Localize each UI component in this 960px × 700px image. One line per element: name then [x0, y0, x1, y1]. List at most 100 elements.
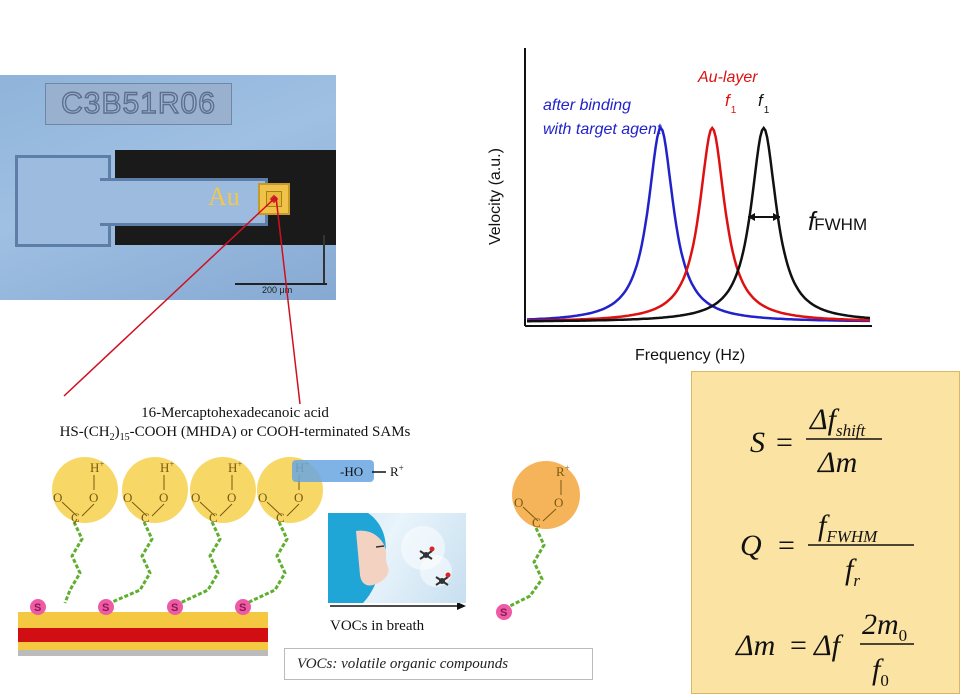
- sulfur-atom-2: [98, 599, 114, 615]
- formula-s-num: Δfshift: [809, 403, 867, 440]
- series-binding-curve: [526, 125, 870, 323]
- molecule-title: 16-Mercaptohexadecanoic acid HS-(CH2)15-…: [20, 404, 450, 447]
- annotation-au-layer: Au-layer: [697, 69, 758, 86]
- ho-label: -HO: [340, 464, 363, 479]
- bound-r-label: R+: [556, 463, 570, 479]
- series-f1-curve: [527, 125, 871, 323]
- ho-bar: [292, 460, 374, 482]
- sam-molecule-3: [167, 457, 256, 615]
- breath-photo-art: [328, 513, 452, 603]
- annotation-binding-line2: with target agent: [543, 121, 662, 138]
- electrode-stem: [100, 178, 268, 226]
- sam-diagram: H+ H+ H+ H+ O O O O O+ O O O C C C C S S…: [18, 457, 580, 656]
- formula-dm-num: 2m0: [862, 608, 907, 645]
- bound-s-label: S: [500, 607, 507, 619]
- o-minus-3: O: [227, 490, 236, 505]
- head-group-1: [52, 457, 118, 523]
- fwhm-label: fFWHM: [808, 206, 867, 236]
- formula-q-den: fr: [845, 553, 860, 590]
- c-label-4: C: [276, 510, 285, 525]
- au-label: Au: [208, 182, 240, 211]
- o-minus-1: O+: [89, 489, 103, 505]
- sulfur-atom-4: [235, 599, 251, 615]
- h-plus-1: H+: [90, 459, 104, 475]
- chip-label: C3B51R06: [45, 83, 232, 125]
- substrate-base: [18, 650, 268, 656]
- molecule-title-line2: HS-(CH2)15-COOH (MHDA) or COOH-terminate…: [59, 424, 411, 443]
- alkyl-chain-4: [246, 521, 289, 605]
- s-label-3: S: [171, 602, 178, 614]
- formula-s-lhs: S: [750, 426, 765, 459]
- voc-note: VOCs: volatile organic compounds: [284, 648, 593, 680]
- series-au-layer-curve: [526, 125, 871, 322]
- microscope-image: C3B51R06 Au 200 μm: [0, 75, 336, 300]
- formula-q-eq: =: [778, 529, 795, 562]
- formula-dm-mid: Δf: [813, 629, 844, 662]
- bound-sulfur-atom: [496, 604, 512, 620]
- bound-o-label: O: [514, 495, 523, 510]
- annotation-binding-line1: after binding: [543, 97, 631, 114]
- c-label-3: C: [209, 510, 218, 525]
- sulfur-labels: S S S S: [34, 602, 246, 614]
- formula-box: S = Δfshift Δm Q = fFWHM fr Δm = Δf 2m0 …: [691, 371, 960, 694]
- f1-black-label: f1: [758, 91, 770, 116]
- sam-molecule-2: [98, 457, 188, 615]
- resonance-chart: Velocity (a.u.) Frequency (Hz) after bin…: [487, 48, 872, 364]
- face: [356, 530, 389, 586]
- head-group-bonds: [61, 475, 300, 525]
- bound-molecule: S R+ O O C: [496, 461, 580, 620]
- c-label-2: C: [141, 510, 150, 525]
- scale-vertical: [323, 235, 325, 285]
- formula-s-eq: =: [776, 426, 793, 459]
- substrate-red-layer: [18, 628, 268, 642]
- fwhm-arrow-right: [773, 213, 780, 221]
- voc-molecule-icon-1: [419, 546, 435, 560]
- x-axis-label: Frequency (Hz): [635, 347, 745, 364]
- bound-o-minus: O: [554, 495, 563, 510]
- h-plus-2: H+: [160, 459, 174, 475]
- breath-caption: VOCs in breath: [330, 618, 425, 634]
- s-label-4: S: [239, 602, 246, 614]
- mist-2: [420, 555, 452, 587]
- o-minus-2: O: [159, 490, 168, 505]
- alkyl-chain-2: [109, 521, 154, 605]
- formula-dm-lhs: Δm: [735, 629, 775, 662]
- y-axis-label: Velocity (a.u.): [487, 148, 504, 245]
- formulas: S = Δfshift Δm Q = fFWHM fr Δm = Δf 2m0 …: [735, 403, 914, 690]
- formula-dm-eq: =: [790, 629, 807, 662]
- head-group-labels: H+ H+ H+ H+ O O O O O+ O O O C C C C: [53, 459, 309, 525]
- bound-c-label: C: [532, 515, 541, 530]
- scale-bar: [235, 283, 327, 285]
- c-label-1: C: [71, 510, 80, 525]
- o-label-2: O: [123, 490, 132, 505]
- head-group-3: [190, 457, 256, 523]
- o-label-4: O: [258, 490, 267, 505]
- formula-q-lhs: Q: [740, 529, 762, 562]
- o-label-3: O: [191, 490, 200, 505]
- formula-q-num: fFWHM: [818, 509, 878, 546]
- pointer-line-left: [63, 196, 277, 397]
- s-label-1: S: [34, 602, 41, 614]
- head-group-2: [122, 457, 188, 523]
- formula-s-den: Δm: [817, 446, 857, 479]
- s-label-2: S: [102, 602, 109, 614]
- alkyl-chain-1: [63, 521, 84, 604]
- o-minus-4: O: [294, 490, 303, 505]
- sam-molecule-1: [30, 457, 118, 615]
- formula-dm-den: f0: [872, 653, 889, 690]
- contact-pad: [15, 155, 111, 247]
- breath-photo: [328, 513, 466, 603]
- sulfur-atom-1: [30, 599, 46, 615]
- voc-molecule-icon-2: [435, 572, 451, 586]
- bound-alkyl-chain: [507, 527, 546, 609]
- r-plus-label: R+: [390, 463, 404, 479]
- fwhm-arrow-left: [748, 213, 755, 221]
- h-plus-3: H+: [228, 459, 242, 475]
- molecule-title-line1: 16-Mercaptohexadecanoic acid: [141, 405, 329, 421]
- pointer-line-right: [275, 196, 301, 405]
- scale-label: 200 μm: [262, 285, 293, 295]
- breath-arrow-head: [457, 602, 466, 610]
- eye: [375, 545, 385, 548]
- f1-red-label: f1: [725, 91, 737, 116]
